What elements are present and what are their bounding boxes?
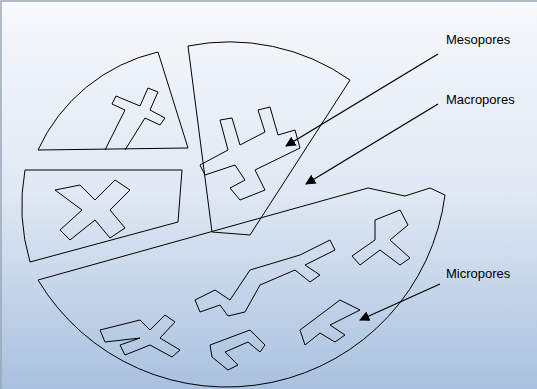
fragment: [38, 52, 188, 150]
pore-channel: [210, 330, 265, 370]
pore-channel: [105, 88, 165, 150]
leader-line: [360, 284, 440, 320]
part-label: Macropores: [446, 92, 515, 108]
part-label: Mesopores: [446, 32, 510, 48]
leader-line: [286, 54, 438, 146]
part-label: Micropores: [446, 266, 510, 282]
pore-channel: [300, 300, 360, 345]
pore-channel: [352, 210, 410, 265]
fragment: [22, 170, 182, 262]
fragment: [188, 42, 350, 235]
pore-channel: [200, 107, 300, 200]
leader-line: [306, 104, 438, 184]
pore-channel: [195, 240, 335, 316]
pore-channel: [100, 315, 180, 357]
leader-lines: [286, 54, 440, 320]
pore-channel: [55, 180, 130, 240]
particle-fragments: [22, 42, 445, 387]
fragment: [38, 188, 445, 387]
